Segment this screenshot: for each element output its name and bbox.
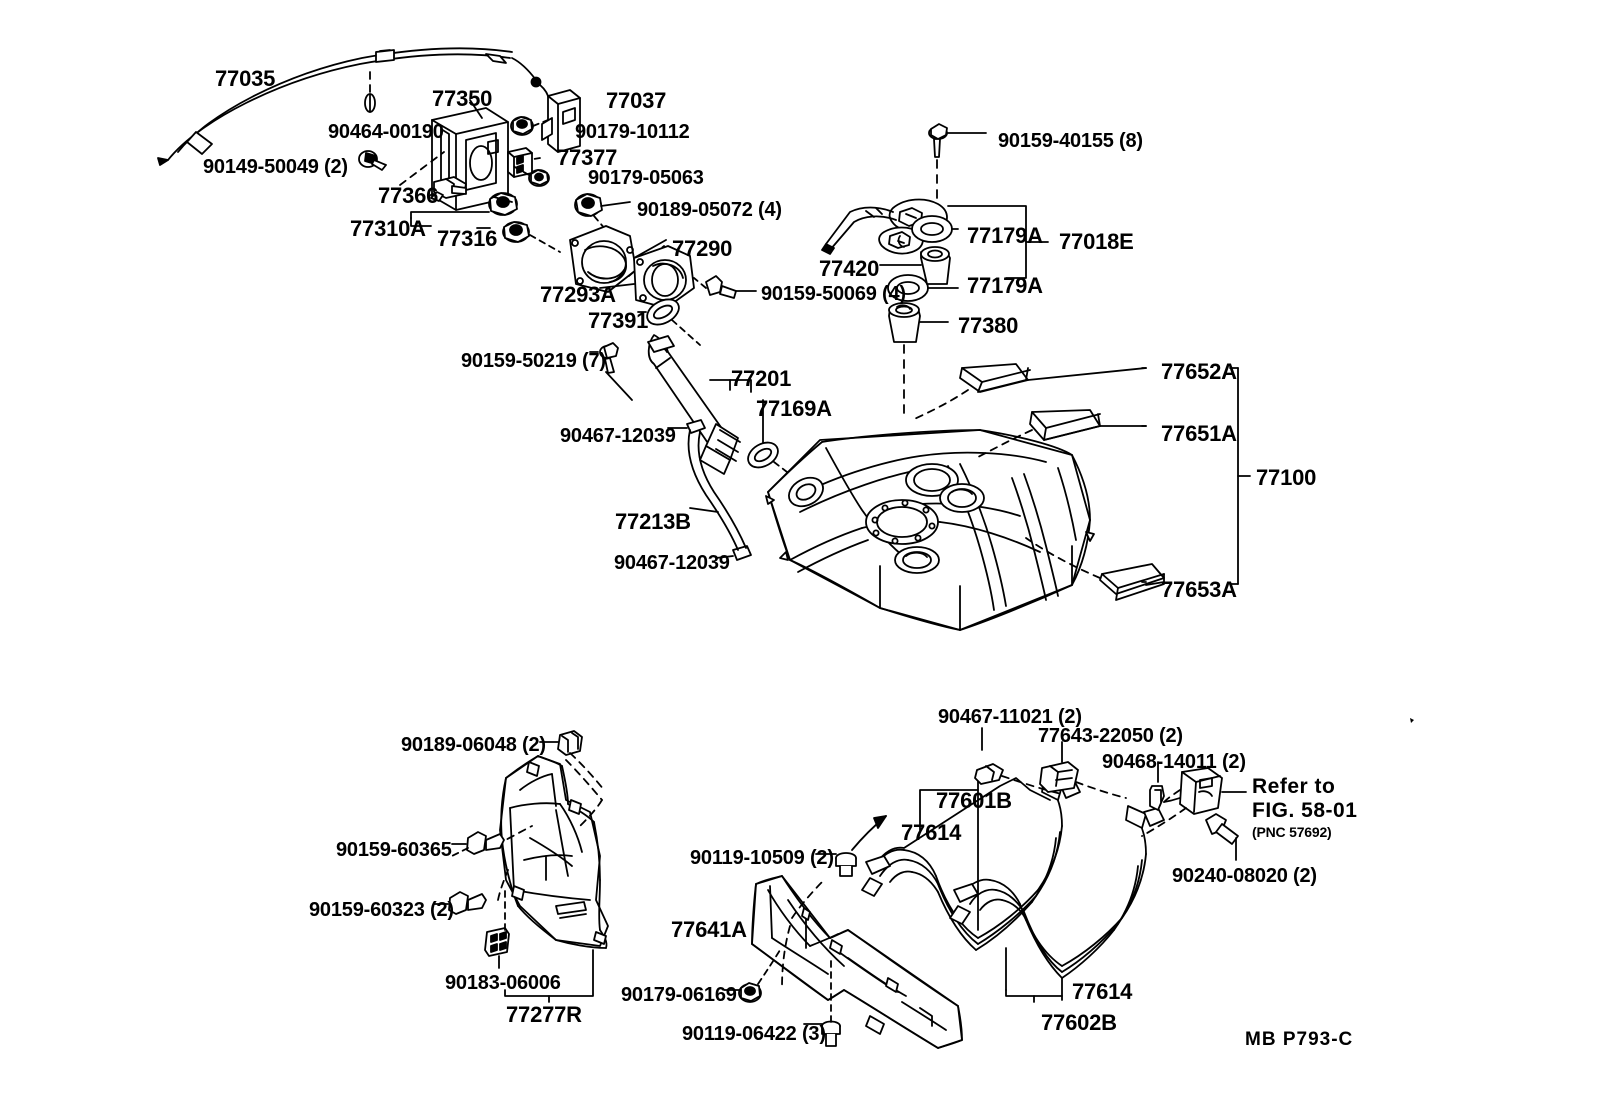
- pad-77653A: [1025, 537, 1165, 601]
- part-label-77169A: 77169A: [756, 396, 832, 421]
- part-label-77100: 77100: [1256, 465, 1317, 490]
- screw-90159-40155: [928, 123, 987, 211]
- fuel-tank-77100: [765, 429, 1095, 631]
- part-label-90464-00190: 90464-00190: [328, 121, 444, 143]
- part-label-77035: 77035: [215, 66, 276, 91]
- clip-90467-11021: [974, 727, 1063, 795]
- part-label-77391: 77391: [588, 308, 649, 333]
- clip-90464-00190: [364, 71, 376, 113]
- part-label-77201: 77201: [731, 366, 792, 391]
- part-label-90467-11021-2: 90467-11021 (2): [938, 706, 1082, 728]
- grommets-77310A: [410, 192, 561, 253]
- part-label-77179A: 77179A: [967, 223, 1043, 248]
- clip-77643-22050: [1039, 741, 1127, 799]
- fuel-lid-cable-77035: [157, 47, 542, 166]
- part-label-77380: 77380: [958, 313, 1019, 338]
- bracket-77366: [430, 176, 467, 202]
- part-label-90159-50219-7: 90159-50219 (7): [461, 350, 606, 372]
- part-label-77641A: 77641A: [671, 917, 747, 942]
- lock-77037: [535, 81, 581, 153]
- part-label-90240-08020-2: 90240-08020 (2): [1172, 865, 1317, 887]
- part-label-90149-50049-2: 90149-50049 (2): [203, 156, 348, 178]
- refer-note-pnc: (PNC 57692): [1252, 824, 1332, 840]
- pad-77651A: [975, 409, 1147, 459]
- part-label-90119-06422-3: 90119-06422 (3): [682, 1023, 826, 1045]
- clip-90467-12039-lower: [715, 545, 752, 561]
- band-77602B: [949, 805, 1165, 1003]
- part-label-77377: 77377: [557, 145, 618, 170]
- part-label-90467-12039: 90467-12039: [614, 552, 730, 574]
- part-label-77643-22050-2: 77643-22050 (2): [1038, 725, 1183, 747]
- screw-90159-60365: [451, 831, 505, 857]
- part-label-77213B: 77213B: [615, 509, 691, 534]
- part-label-90119-10509-2: 90119-10509 (2): [690, 847, 834, 869]
- part-label-90468-14011-2: 90468-14011 (2): [1102, 751, 1246, 773]
- bracket-77018E: [947, 205, 1049, 279]
- part-label-90467-12039: 90467-12039: [560, 425, 676, 447]
- filler-pipe-77201: [647, 334, 752, 475]
- part-label-77602B: 77602B: [1041, 1010, 1117, 1035]
- part-label-77350: 77350: [432, 86, 493, 111]
- screw-90159-50069: [693, 275, 757, 299]
- part-label-77037: 77037: [606, 88, 667, 113]
- support-bracket-fig58: [1141, 767, 1247, 837]
- clip-90189-06048: [539, 730, 605, 791]
- diagram-footer-code: MB P793-C: [1245, 1029, 1354, 1050]
- nut-90179-06169: [723, 949, 781, 1003]
- nut-90179-05063: [512, 165, 550, 187]
- gasket-77391: [637, 298, 701, 346]
- part-label-77614: 77614: [1072, 979, 1133, 1004]
- heat-insulator-77277R: [495, 755, 609, 949]
- refer-note-line1: Refer to: [1252, 775, 1336, 798]
- part-label-77018E: 77018E: [1059, 229, 1134, 254]
- part-label-90159-50069-4: 90159-50069 (4): [761, 283, 906, 305]
- part-label-77653A: 77653A: [1161, 577, 1237, 602]
- part-label-90189-06048-2: 90189-06048 (2): [401, 734, 546, 756]
- protector-77641A: [751, 875, 963, 1049]
- band-77601B: [861, 777, 1081, 951]
- part-label-77179A: 77179A: [967, 273, 1043, 298]
- part-label-90159-60323-2: 90159-60323 (2): [309, 899, 454, 921]
- gasket-77179A-lower: [887, 274, 959, 302]
- grommet-90189-05072: [574, 193, 631, 245]
- part-label-90179-05063: 90179-05063: [588, 167, 704, 189]
- refer-note-line2: FIG. 58-01: [1252, 799, 1358, 822]
- gasket-77179A-upper: [911, 215, 959, 243]
- cushion-77380: [888, 302, 949, 421]
- bracket-77100: [1141, 367, 1251, 585]
- part-label-90179-06169: 90179-06169: [621, 984, 737, 1006]
- hose-77213B: [687, 429, 747, 551]
- part-label-90189-05072-4: 90189-05072 (4): [637, 199, 782, 221]
- striker-77377: [507, 147, 533, 178]
- bolt-90119-10509: [815, 815, 887, 877]
- part-label-77420: 77420: [819, 256, 880, 281]
- nut-90179-10112: [510, 116, 549, 136]
- part-label-77651A: 77651A: [1161, 421, 1237, 446]
- bolt-90119-06422: [803, 959, 841, 1047]
- bracket-77277R: [504, 949, 594, 1003]
- part-label-77310A: 77310A: [350, 216, 426, 241]
- screw-90159-60323: [433, 891, 487, 915]
- screw-90159-50219: [589, 342, 633, 401]
- clip-90183-06006: [484, 889, 510, 969]
- part-label-90183-06006: 90183-06006: [445, 972, 561, 994]
- part-label-77366: 77366: [378, 183, 439, 208]
- part-label-77277R: 77277R: [506, 1002, 582, 1027]
- pad-77652A: [911, 363, 1147, 421]
- part-label-90159-60365: 90159-60365: [336, 839, 452, 861]
- grommet-77420: [879, 246, 951, 285]
- part-label-77601B: 77601B: [936, 788, 1012, 813]
- part-label-77316: 77316: [437, 226, 498, 251]
- part-label-77293A: 77293A: [540, 282, 616, 307]
- part-label-77652A: 77652A: [1161, 359, 1237, 384]
- part-label-90179-10112: 90179-10112: [575, 121, 690, 143]
- bolt-90240-08020: [1205, 813, 1239, 861]
- part-label-77614: 77614: [901, 820, 962, 845]
- grommet-90149-50049: [358, 150, 387, 171]
- part-label-90159-40155-8: 90159-40155 (8): [998, 130, 1143, 152]
- lever-77350: [399, 99, 541, 211]
- part-label-77290: 77290: [672, 236, 733, 261]
